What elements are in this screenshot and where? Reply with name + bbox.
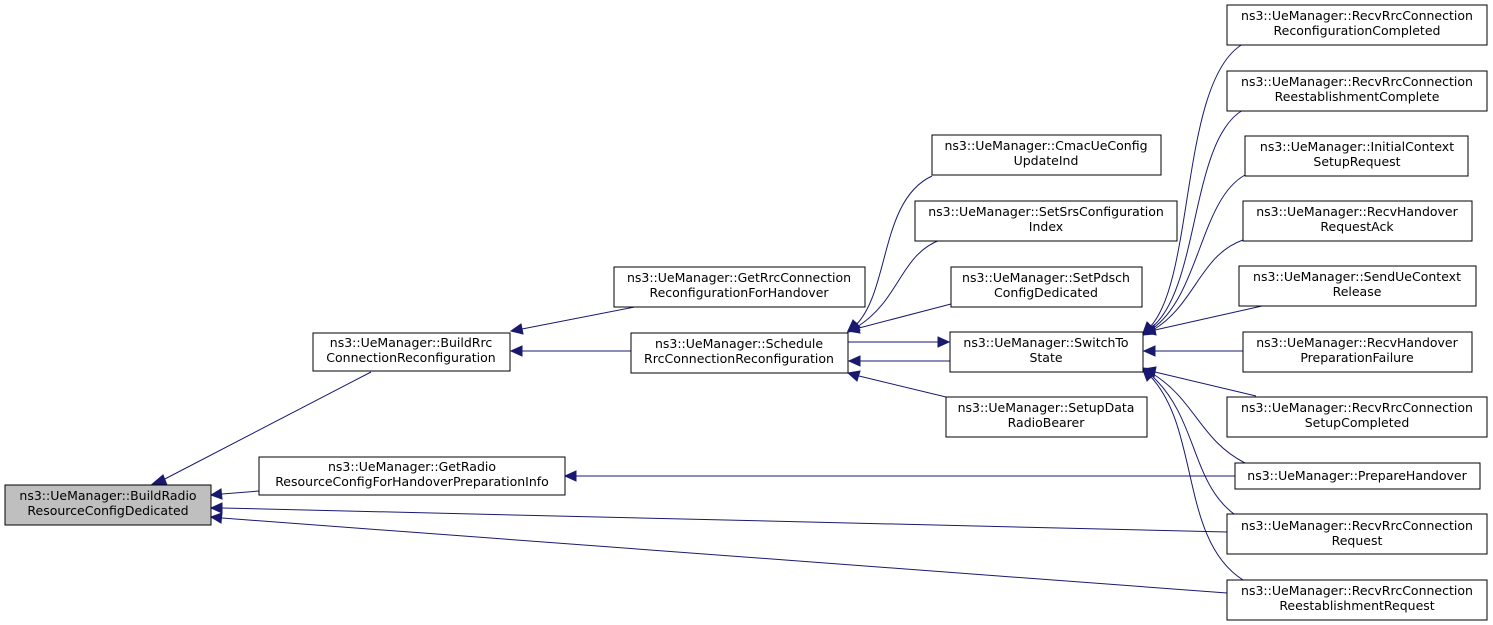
node-label-line2: ReconfigurationCompleted — [1274, 23, 1441, 38]
node-build-radio-resource-config-dedicated[interactable]: ns3::UeManager::BuildRadio ResourceConfi… — [4, 484, 212, 526]
node-setup-data-radio-bearer[interactable]: ns3::UeManager::SetupData RadioBearer — [945, 396, 1148, 438]
edge-recvreconfcompleted-to-switchto — [1149, 43, 1244, 328]
node-switch-to-state[interactable]: ns3::UeManager::SwitchTo State — [949, 331, 1144, 373]
node-label-line1: ns3::UeManager::SwitchTo — [963, 335, 1128, 350]
edge-getradio-to-root — [221, 490, 260, 495]
node-label-line1: ns3::UeManager::SetupData — [958, 400, 1135, 415]
arrow-buildrrc-from-getrrcho — [509, 323, 524, 335]
node-label-line2: SetupRequest — [1313, 154, 1400, 169]
node-label-line1: ns3::UeManager::InitialContext — [1260, 139, 1454, 154]
node-label-line2: Index — [1029, 219, 1063, 234]
edge-buildrrc-to-root — [160, 371, 372, 482]
node-label-line2: UpdateInd — [1014, 153, 1079, 168]
node-recv-rrc-connection-request[interactable]: ns3::UeManager::RecvRrcConnection Reques… — [1226, 513, 1488, 555]
node-label-line2: ConnectionReconfiguration — [326, 350, 495, 365]
edge-recvhoack-to-switchto — [1152, 239, 1244, 331]
node-label-line2: ResourceConfigForHandoverPreparationInfo — [275, 474, 549, 489]
node-label-line1: ns3::UeManager::CmacUeConfig — [944, 138, 1147, 153]
edge-setpdsch-to-schedule — [858, 303, 952, 329]
node-build-rrc-connection-reconfiguration[interactable]: ns3::UeManager::BuildRrc ConnectionRecon… — [312, 332, 511, 372]
node-recv-handover-preparation-failure[interactable]: ns3::UeManager::RecvHandover Preparation… — [1242, 331, 1473, 373]
node-label-line1: ns3::UeManager::RecvHandover — [1256, 204, 1458, 219]
node-set-pdsch-config-dedicated[interactable]: ns3::UeManager::SetPdsch ConfigDedicated — [950, 266, 1143, 308]
edge-recvsetupcompleted-to-switchto — [1154, 371, 1257, 397]
edge-cmac-to-schedule — [855, 175, 933, 326]
node-label-line2: ReestablishmentRequest — [1279, 598, 1434, 613]
node-recv-handover-request-ack[interactable]: ns3::UeManager::RecvHandover RequestAck — [1242, 200, 1473, 242]
edge-preparehandover-to-switchto — [1152, 373, 1246, 464]
arrow-root-from-buildrrc — [148, 474, 168, 487]
node-recv-rrc-connection-setup-completed[interactable]: ns3::UeManager::RecvRrcConnection SetupC… — [1226, 396, 1488, 438]
arrow-buildrrc-from-schedule — [509, 345, 523, 357]
arrow-root-from-recvreestrequest — [209, 512, 223, 524]
edge-recvreestrequest-to-switchto — [1150, 376, 1244, 581]
arrow-schedule-from-switchto — [847, 355, 861, 367]
node-get-rrc-connection-reconfiguration-for-handover[interactable]: ns3::UeManager::GetRrcConnection Reconfi… — [613, 266, 866, 308]
node-label-line1: ns3::UeManager::SetSrsConfiguration — [928, 204, 1164, 219]
node-label-line2: ReconfigurationForHandover — [649, 285, 829, 300]
node-label-line2: ConfigDedicated — [994, 285, 1098, 300]
node-label-line1: ns3::UeManager::GetRrcConnection — [627, 270, 851, 285]
node-get-radio-resource-config-for-handover[interactable]: ns3::UeManager::GetRadio ResourceConfigF… — [258, 456, 566, 496]
node-recv-rrc-connection-reestablishment-request[interactable]: ns3::UeManager::RecvRrcConnection Reesta… — [1226, 579, 1488, 621]
node-cmac-ue-config-update-ind[interactable]: ns3::UeManager::CmacUeConfig UpdateInd — [931, 134, 1162, 176]
node-label-line2: State — [1029, 350, 1062, 365]
node-label-line2: SetupCompleted — [1305, 415, 1410, 430]
edge-recvconnrequest-to-switchto — [1151, 375, 1244, 521]
node-label-line1: ns3::UeManager::RecvRrcConnection — [1241, 74, 1473, 89]
edge-recvconnrequest-to-root — [221, 507, 1228, 533]
edge-recvreestcomplete-to-switchto — [1150, 109, 1244, 329]
node-set-srs-configuration-index[interactable]: ns3::UeManager::SetSrsConfiguration Inde… — [914, 200, 1178, 242]
node-label-line1: ns3::UeManager::SetPdsch — [962, 270, 1130, 285]
node-label-line2: PreparationFailure — [1300, 350, 1414, 365]
node-label-line1: ns3::UeManager::GetRadio — [328, 459, 496, 474]
arrow-schedule-from-setupdata — [846, 370, 861, 382]
node-prepare-handover[interactable]: ns3::UeManager::PrepareHandover — [1234, 462, 1481, 490]
node-label-line2: RadioBearer — [1008, 415, 1086, 430]
edge-sendue-to-switchto — [1154, 305, 1263, 331]
node-label-line1: ns3::UeManager::BuildRrc — [330, 335, 493, 350]
node-initial-context-setup-request[interactable]: ns3::UeManager::InitialContext SetupRequ… — [1244, 135, 1469, 177]
node-send-ue-context-release[interactable]: ns3::UeManager::SendUeContext Release — [1238, 265, 1477, 307]
edge-initialcontext-to-switchto — [1151, 174, 1246, 330]
node-schedule-rrc-connection-reconfiguration[interactable]: ns3::UeManager::Schedule RrcConnectionRe… — [630, 332, 849, 374]
node-label-line2: ReestablishmentComplete — [1275, 89, 1440, 104]
node-label-line1: ns3::UeManager::SendUeContext — [1253, 269, 1461, 284]
node-label-line2: ResourceConfigDedicated — [27, 503, 188, 518]
node-label-line1: ns3::UeManager::RecvHandover — [1256, 335, 1458, 350]
arrow-switchto-from-schedule — [937, 336, 951, 348]
node-label-line2: Request — [1332, 533, 1383, 548]
node-label-line2: Release — [1333, 284, 1382, 299]
node-label-line1: ns3::UeManager::RecvRrcConnection — [1241, 8, 1473, 23]
arrow-root-from-getradio — [209, 488, 223, 500]
edge-recvreestrequest-to-root — [221, 517, 1228, 594]
node-recv-rrc-connection-reestablishment-complete[interactable]: ns3::UeManager::RecvRrcConnection Reesta… — [1226, 70, 1488, 112]
node-label-line1: ns3::UeManager::RecvRrcConnection — [1241, 583, 1473, 598]
node-label-line1: ns3::UeManager::Schedule — [655, 336, 823, 351]
node-label-line1: ns3::UeManager::RecvRrcConnection — [1241, 400, 1473, 415]
node-label-line1: ns3::UeManager::PrepareHandover — [1247, 468, 1467, 483]
arrow-schedule-from-setpdsch — [846, 322, 861, 334]
node-label-line1: ns3::UeManager::BuildRadio — [19, 488, 196, 503]
arrow-switchto-from-recvhoprepfail — [1142, 345, 1156, 357]
arrow-switchto-from-recvreestrequest — [1142, 369, 1155, 382]
edge-setupdata-to-schedule — [858, 375, 947, 398]
node-label-line1: ns3::UeManager::RecvRrcConnection — [1241, 518, 1473, 533]
node-label-line2: RequestAck — [1320, 219, 1394, 234]
arrow-root-from-recvconnrequest — [209, 502, 223, 514]
edge-getrrcho-to-buildrrc — [521, 305, 641, 330]
node-label-line2: RrcConnectionReconfiguration — [644, 351, 834, 366]
arrow-getradio-from-preparehandover — [563, 470, 577, 482]
arrow-switchto-from-sendue — [1142, 324, 1157, 336]
node-recv-rrc-connection-reconfiguration-completed[interactable]: ns3::UeManager::RecvRrcConnection Reconf… — [1226, 4, 1488, 46]
edge-setsrs-to-schedule — [856, 239, 941, 328]
